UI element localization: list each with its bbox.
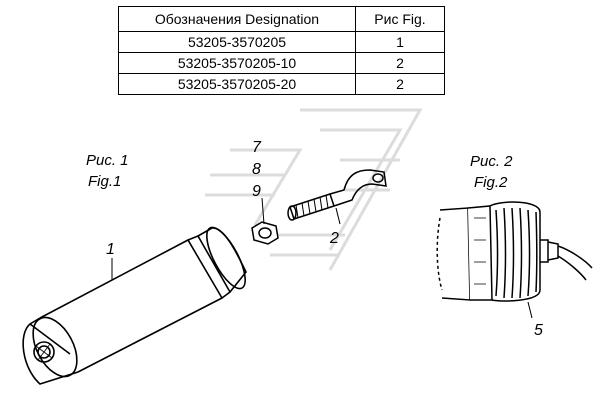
designation-table: Обозначения Designation Рис Fig. 53205-3… xyxy=(118,6,445,95)
fig1-en-label: Fig.1 xyxy=(88,173,121,190)
table-header-row: Обозначения Designation Рис Fig. xyxy=(118,6,445,32)
cell-designation: 53205-3570205-10 xyxy=(118,52,356,74)
callout-2: 2 xyxy=(329,230,339,247)
table-row: 53205-3570205 1 xyxy=(118,31,445,53)
callout-7: 7 xyxy=(252,139,262,156)
header-designation: Обозначения Designation xyxy=(118,6,356,32)
callout-9: 9 xyxy=(252,183,261,200)
nut-part xyxy=(251,221,279,245)
cell-designation: 53205-3570205 xyxy=(118,31,356,53)
fig2-detail xyxy=(436,201,593,302)
header-fig: Рис Fig. xyxy=(355,6,445,32)
hook-bolt-part xyxy=(287,169,387,221)
table-row: 53205-3570205-20 2 xyxy=(118,73,445,95)
cell-fig: 2 xyxy=(355,52,445,74)
heater-body-part xyxy=(22,226,247,385)
leader-lines xyxy=(111,197,533,319)
cell-fig: 1 xyxy=(355,31,445,53)
table-row: 53205-3570205-10 2 xyxy=(118,52,445,74)
cell-designation: 53205-3570205-20 xyxy=(118,73,356,95)
fig2-en-label: Fig.2 xyxy=(474,174,508,191)
fig2-ru-label: Рис. 2 xyxy=(470,153,513,170)
cell-fig: 2 xyxy=(355,73,445,95)
callout-5: 5 xyxy=(534,322,543,339)
callout-1: 1 xyxy=(106,241,115,258)
fig1-ru-label: Рис. 1 xyxy=(86,152,129,169)
callout-8: 8 xyxy=(252,161,261,178)
